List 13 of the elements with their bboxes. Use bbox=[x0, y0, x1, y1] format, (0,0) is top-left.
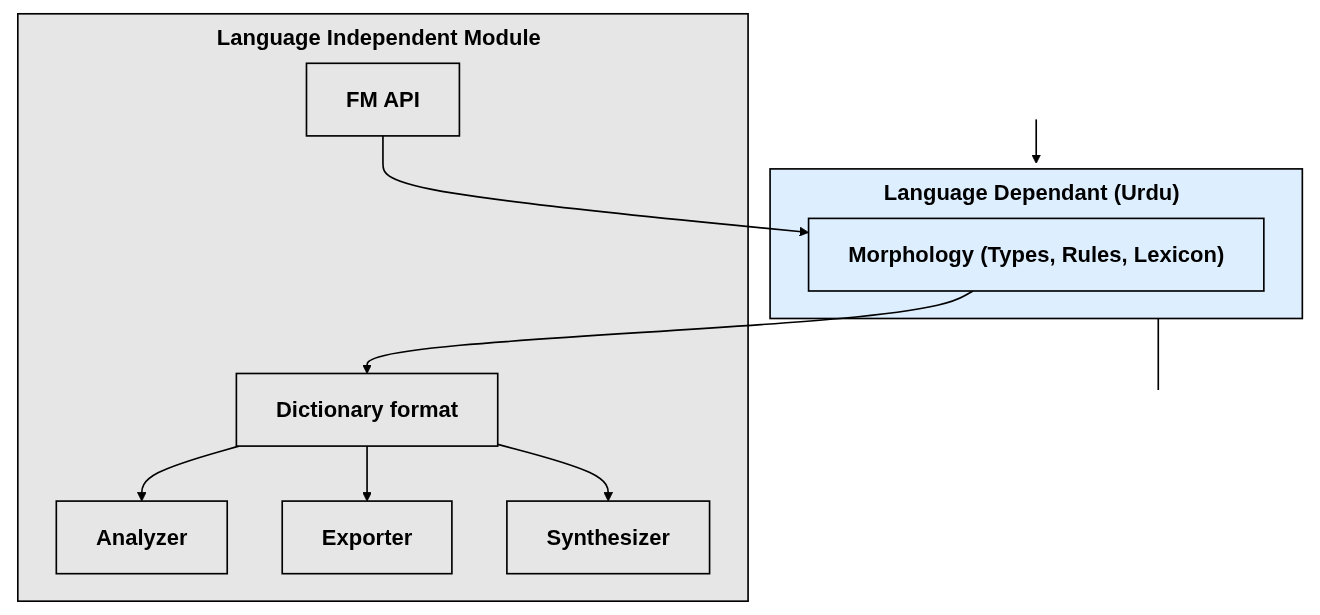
connector bbox=[1157, 317, 1160, 391]
arrow bbox=[382, 135, 809, 237]
arrow bbox=[362, 445, 372, 502]
node-box: Synthesizer bbox=[506, 500, 711, 575]
arrow bbox=[136, 445, 240, 502]
node-box: FM API bbox=[305, 62, 461, 137]
node-box: Analyzer bbox=[55, 500, 228, 575]
node-box: Dictionary format bbox=[235, 372, 499, 447]
arrow bbox=[362, 290, 974, 374]
arrow bbox=[496, 443, 613, 502]
node-box: Exporter bbox=[281, 500, 453, 575]
arrow bbox=[1031, 118, 1041, 164]
node-box: Morphology (Types, Rules, Lexicon) bbox=[807, 217, 1265, 292]
